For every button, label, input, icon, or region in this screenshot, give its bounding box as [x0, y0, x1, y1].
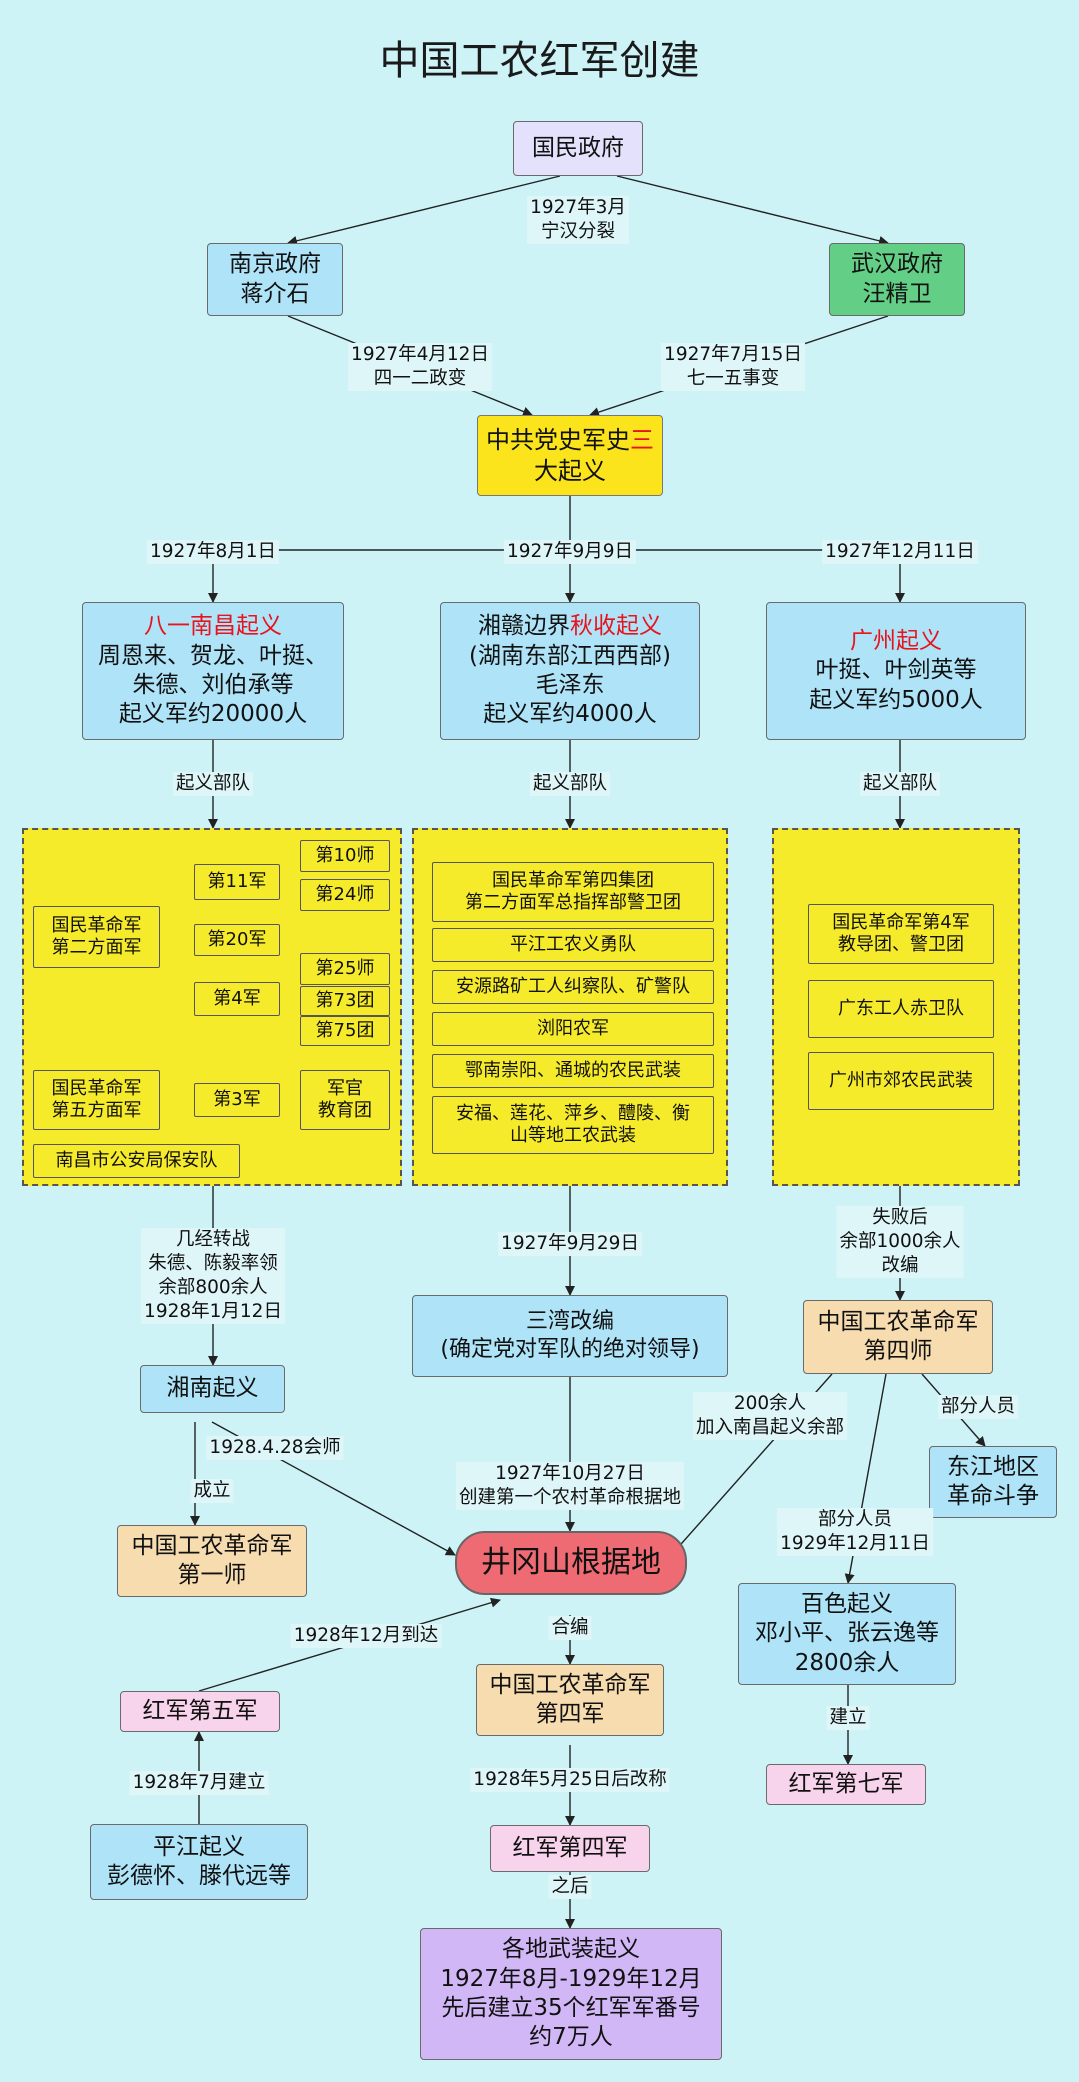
join-200-label: 200余人加入南昌起义余部 — [692, 1392, 848, 1441]
regiment-75: 第75团 — [300, 1016, 390, 1046]
nanchang-uprising-node: 八一南昌起义 周恩来、贺龙、叶挺、 朱德、刘伯承等 起义军约20000人 — [82, 602, 344, 740]
qiushou-unit-2: 平江工农义勇队 — [432, 928, 714, 962]
officer-training-regiment: 军官教育团 — [300, 1070, 390, 1130]
wuhan-government-node: 武汉政府汪精卫 — [829, 243, 965, 316]
division-24: 第24师 — [300, 879, 390, 911]
autumn-harvest-uprising-node: 湘赣边界秋收起义 (湖南东部江西西部) 毛泽东 起义军约4000人 — [440, 602, 700, 740]
date-guangzhou-label: 1927年12月11日 — [822, 540, 978, 565]
april-12-coup-label: 1927年4月12日四一二政变 — [348, 343, 492, 392]
fifth-front-army: 国民革命军第五方面军 — [33, 1070, 160, 1130]
nanjing-government-node: 南京政府蒋介石 — [207, 243, 343, 316]
army-20: 第20军 — [194, 924, 280, 956]
regiment-73: 第73团 — [300, 986, 390, 1016]
second-front-army: 国民革命军第二方面军 — [33, 906, 160, 968]
army-3: 第3军 — [194, 1083, 280, 1117]
fourth-division-node: 中国工农革命军第四师 — [803, 1300, 993, 1374]
dongjiang-struggle-node: 东江地区革命斗争 — [929, 1446, 1057, 1518]
page-title: 中国工农红军创建 — [379, 38, 700, 84]
division-10: 第10师 — [300, 840, 390, 872]
after-label: 之后 — [548, 1875, 592, 1900]
july-15-incident-label: 1927年7月15日七一五事变 — [661, 343, 805, 392]
defeat-label: 失败后余部1000余人改编 — [836, 1206, 964, 1279]
army-4: 第4军 — [194, 982, 280, 1016]
arrival-label: 1928年12月到达 — [290, 1624, 442, 1649]
guangzhou-unit-2: 广东工人赤卫队 — [808, 980, 994, 1038]
sanwan-reorganization-node: 三湾改编(确定党对军队的绝对领导) — [412, 1295, 728, 1377]
pingjiang-uprising-node: 平江起义彭德怀、滕代远等 — [90, 1824, 308, 1900]
base-creation-label: 1927年10月27日创建第一个农村革命根据地 — [455, 1462, 685, 1511]
fifth-army-node: 红军第五军 — [120, 1691, 280, 1732]
three-uprisings-node: 中共党史军史三 大起义 — [477, 415, 663, 496]
seventh-army-node: 红军第七军 — [766, 1764, 926, 1805]
meeting-label: 1928.4.28会师 — [206, 1436, 344, 1461]
split-label: 1927年3月宁汉分裂 — [527, 196, 629, 245]
fourth-army-revolutionary-node: 中国工农革命军第四军 — [476, 1664, 664, 1736]
build-label: 建立 — [826, 1706, 870, 1731]
qiushou-unit-1: 国民革命军第四集团第二方面军总指挥部警卫团 — [432, 862, 714, 922]
date-qiushou-label: 1927年9月9日 — [503, 540, 637, 565]
jinggangshan-base-node: 井冈山根据地 — [455, 1531, 687, 1595]
qiushou-unit-5: 鄂南崇阳、通城的农民武装 — [432, 1054, 714, 1088]
xiangnan-uprising-node: 湘南起义 — [140, 1365, 285, 1413]
partial-personnel-label-1: 部分人员 — [937, 1395, 1019, 1420]
army-11: 第11军 — [194, 864, 280, 900]
july-1928-label: 1928年7月建立 — [129, 1771, 269, 1796]
troops-label-1: 起义部队 — [172, 772, 254, 797]
guangzhou-unit-3: 广州市郊农民武装 — [808, 1052, 994, 1110]
guangzhou-unit-1: 国民革命军第4军教导团、警卫团 — [808, 904, 994, 964]
guangzhou-uprising-node: 广州起义 叶挺、叶剑英等 起义军约5000人 — [766, 602, 1026, 740]
qiushou-unit-3: 安源路矿工人纠察队、矿警队 — [432, 970, 714, 1004]
first-division-node: 中国工农革命军第一师 — [117, 1525, 307, 1597]
nanchang-police-unit: 南昌市公安局保安队 — [33, 1144, 240, 1178]
national-government-node: 国民政府 — [513, 121, 643, 176]
troops-label-2: 起义部队 — [529, 772, 611, 797]
rename-label: 1928年5月25日后改称 — [470, 1768, 670, 1793]
red-fourth-army-node: 红军第四军 — [490, 1825, 650, 1872]
division-25: 第25师 — [300, 953, 390, 985]
qiushou-unit-4: 浏阳农军 — [432, 1012, 714, 1046]
date-nanchang-label: 1927年8月1日 — [146, 540, 280, 565]
established-label: 成立 — [190, 1479, 234, 1504]
merge-label: 合编 — [548, 1616, 592, 1641]
troops-label-3: 起义部队 — [859, 772, 941, 797]
qiushou-unit-6: 安福、莲花、萍乡、醴陵、衡山等地工农武装 — [432, 1096, 714, 1154]
sanwan-date-label: 1927年9月29日 — [498, 1232, 642, 1257]
